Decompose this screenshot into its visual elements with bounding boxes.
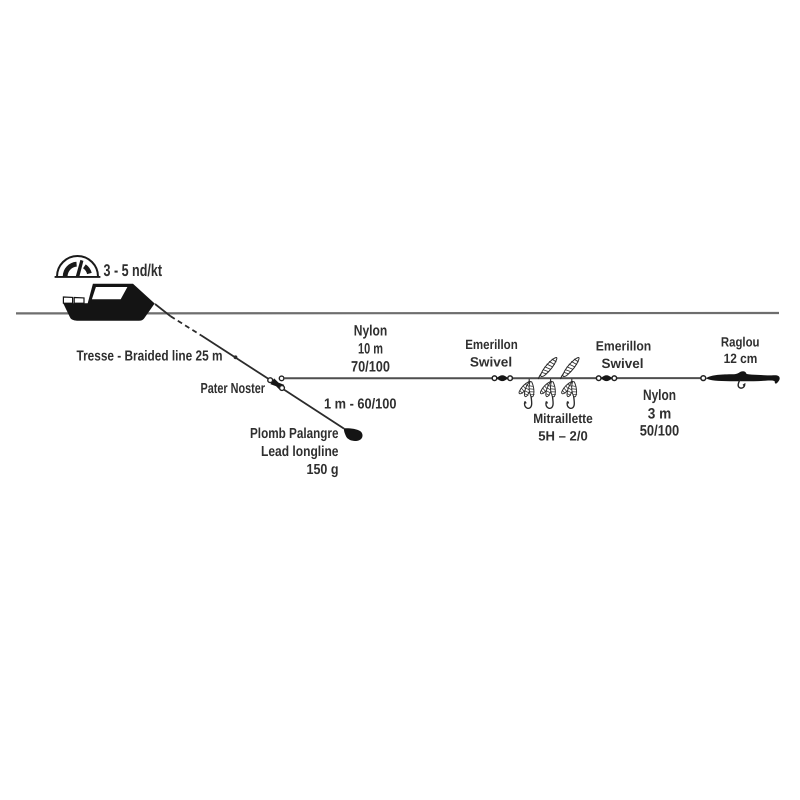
- swivel-second-line2: Swivel: [602, 356, 644, 371]
- swivel-icon-second: [595, 374, 618, 382]
- raglou-line2: 12 cm: [724, 351, 758, 366]
- mitraillette-lure: [517, 356, 580, 410]
- raglou-label: Raglou 12 cm: [721, 334, 760, 366]
- sinker-label-line2: Lead longline: [261, 444, 339, 460]
- sinker-dropper-line: [283, 389, 345, 430]
- leader-nylon-line1: Nylon: [643, 387, 676, 404]
- swivel-second-line1: Emerillon: [596, 339, 652, 354]
- swivel-first-label: Emerillon Swivel: [465, 337, 518, 369]
- raglou-line1: Raglou: [721, 334, 760, 349]
- leader-nylon-line2: 3 m: [648, 406, 672, 423]
- boat-icon: [62, 283, 155, 321]
- mitraillette-line1: Mitraillette: [533, 411, 593, 426]
- sinker-label: Plomb Palangre Lead longline 150 g: [250, 426, 339, 478]
- raglou-lure-icon: [700, 371, 780, 389]
- main-nylon-label: Nylon 10 m 70/100: [351, 323, 390, 376]
- swivel-first-line1: Emerillon: [465, 337, 518, 352]
- feather-up-icon-1: [537, 356, 558, 380]
- main-nylon-line3: 70/100: [351, 358, 390, 375]
- raglou-hook-icon: [737, 379, 746, 389]
- feather-hook-icon-3: [559, 378, 579, 410]
- leader-nylon-line3: 50/100: [640, 423, 680, 440]
- feather-hook-icon-2: [538, 378, 558, 410]
- main-nylon-line1: Nylon: [354, 323, 388, 340]
- sinker-label-line3: 150 g: [307, 462, 339, 478]
- mitraillette-label: Mitraillette 5H – 2/0: [533, 411, 593, 443]
- sinker-label-line1: Plomb Palangre: [250, 426, 339, 442]
- pater-noster-connector: [267, 375, 345, 430]
- swivel-icon-first: [491, 374, 514, 382]
- pater-noster-label: Pater Noster: [201, 381, 266, 397]
- sinker-dropper-label: 1 m - 60/100: [324, 397, 397, 413]
- feather-up-icon-2: [559, 356, 580, 380]
- leader-nylon-label: Nylon 3 m 50/100: [640, 387, 680, 440]
- speed-label: 3 - 5 nd/kt: [104, 261, 163, 280]
- line-knot-dot: [233, 355, 238, 360]
- braided-line: [154, 303, 269, 380]
- speed-gauge-icon: [54, 255, 101, 278]
- feather-hook-icon-1: [517, 378, 537, 410]
- braided-line-label: Tresse - Braided line 25 m: [77, 348, 223, 364]
- main-nylon-line2: 10 m: [358, 341, 383, 358]
- sinker-icon: [343, 428, 363, 441]
- swivel-first-line2: Swivel: [470, 354, 512, 369]
- mitraillette-line2: 5H – 2/0: [538, 428, 588, 443]
- swivel-second-label: Emerillon Swivel: [596, 339, 652, 372]
